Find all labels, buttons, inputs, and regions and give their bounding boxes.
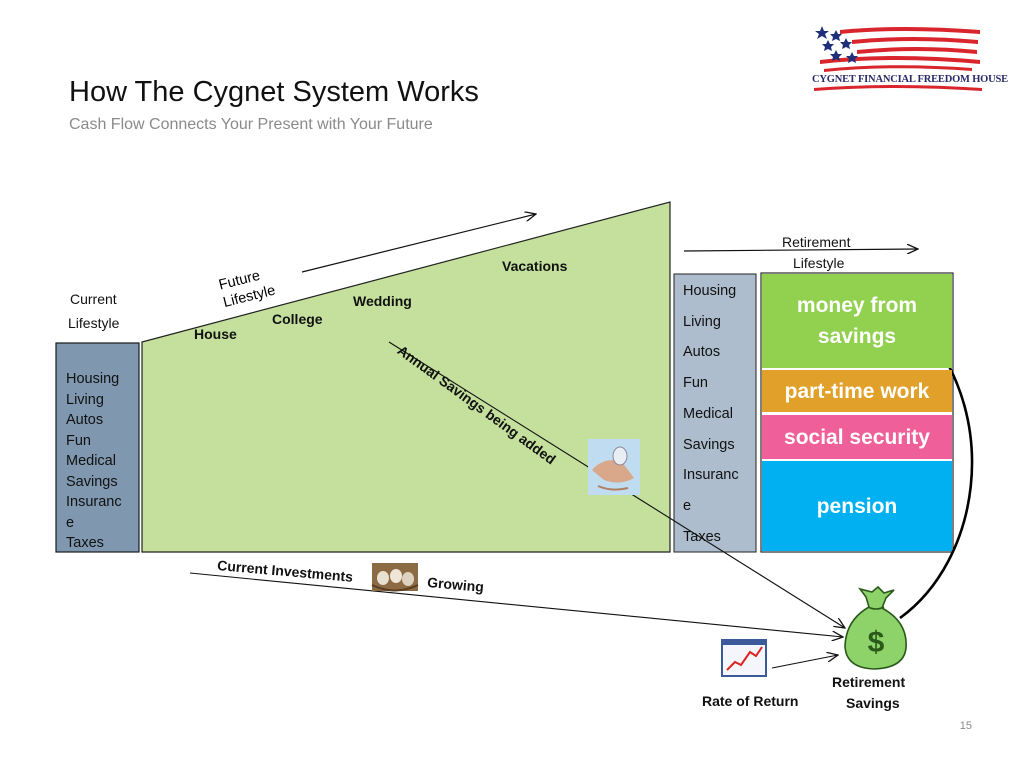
income-money-from-savings: money from savings [762, 274, 952, 368]
retirement-savings-label-1: Retirement [832, 674, 906, 690]
svg-text:$: $ [868, 626, 885, 659]
investments-arrow [189, 572, 843, 637]
milestone-wedding: Wedding [353, 293, 412, 309]
rate-of-return-label: Rate of Return [702, 693, 799, 709]
current-lifestyle-label-2: Lifestyle [68, 315, 120, 331]
retirement-savings-label-2: Savings [846, 695, 900, 711]
income-pension: pension [762, 461, 952, 551]
current-lifestyle-box [55, 342, 140, 553]
logo-text: CYGNET FINANCIAL FREEDOM HOUSE [812, 74, 1008, 85]
current-lifestyle-label-1: Current [70, 291, 117, 307]
list-item: Insuranc [683, 467, 739, 484]
future-lifestyle-area [141, 201, 671, 553]
current-lifestyle-list: Housing Living Autos Fun Medical Savings… [66, 369, 138, 554]
list-item: Medical [683, 405, 733, 422]
list-item: Taxes [683, 528, 721, 545]
milestone-house: House [194, 326, 237, 342]
list-item: Housing [66, 371, 120, 387]
list-item: e [683, 497, 692, 514]
list-item: Housing [683, 283, 737, 299]
rate-of-return-arrow [771, 655, 838, 669]
page-subtitle: Cash Flow Connects Your Present with You… [69, 116, 433, 133]
page-title: How The Cygnet System Works [69, 76, 479, 108]
retirement-lifestyle-arrow [683, 249, 918, 251]
page-number: 15 [959, 720, 972, 732]
list-item: Medical [66, 453, 116, 469]
list-item: Fun [683, 375, 708, 392]
money-bag-icon: $ [844, 585, 907, 670]
list-item: Savings [66, 473, 118, 490]
milestone-vacations: Vacations [502, 258, 568, 274]
income-part-time-work: part-time work [762, 370, 952, 412]
list-item: Living [66, 391, 104, 408]
list-item: Living [683, 313, 721, 330]
list-item: Taxes [66, 535, 104, 551]
list-item: Autos [683, 344, 721, 361]
list-item: Insuranc [66, 494, 122, 510]
future-lifestyle-arrow [301, 214, 536, 273]
list-item: e [66, 514, 75, 531]
income-social-security: social security [762, 415, 952, 459]
list-item: Autos [66, 412, 104, 428]
list-item: Fun [66, 432, 91, 449]
nest-eggs-icon [371, 563, 419, 592]
income-stack-frame [760, 272, 954, 553]
flag-stars-stripes-logo [812, 22, 984, 102]
milestone-college: College [272, 311, 323, 327]
rising-chart-icon [721, 639, 767, 677]
retirement-lifestyle-box [673, 273, 757, 553]
retirement-lifestyle-label-1: Retirement [782, 234, 851, 250]
retirement-lifestyle-label-2: Lifestyle [793, 255, 845, 271]
coin-hand-icon [588, 439, 640, 495]
list-item: Savings [683, 436, 735, 453]
savings-to-income-curve [899, 331, 974, 620]
retirement-lifestyle-list: Housing Living Autos Fun Medical Savings… [683, 276, 755, 552]
